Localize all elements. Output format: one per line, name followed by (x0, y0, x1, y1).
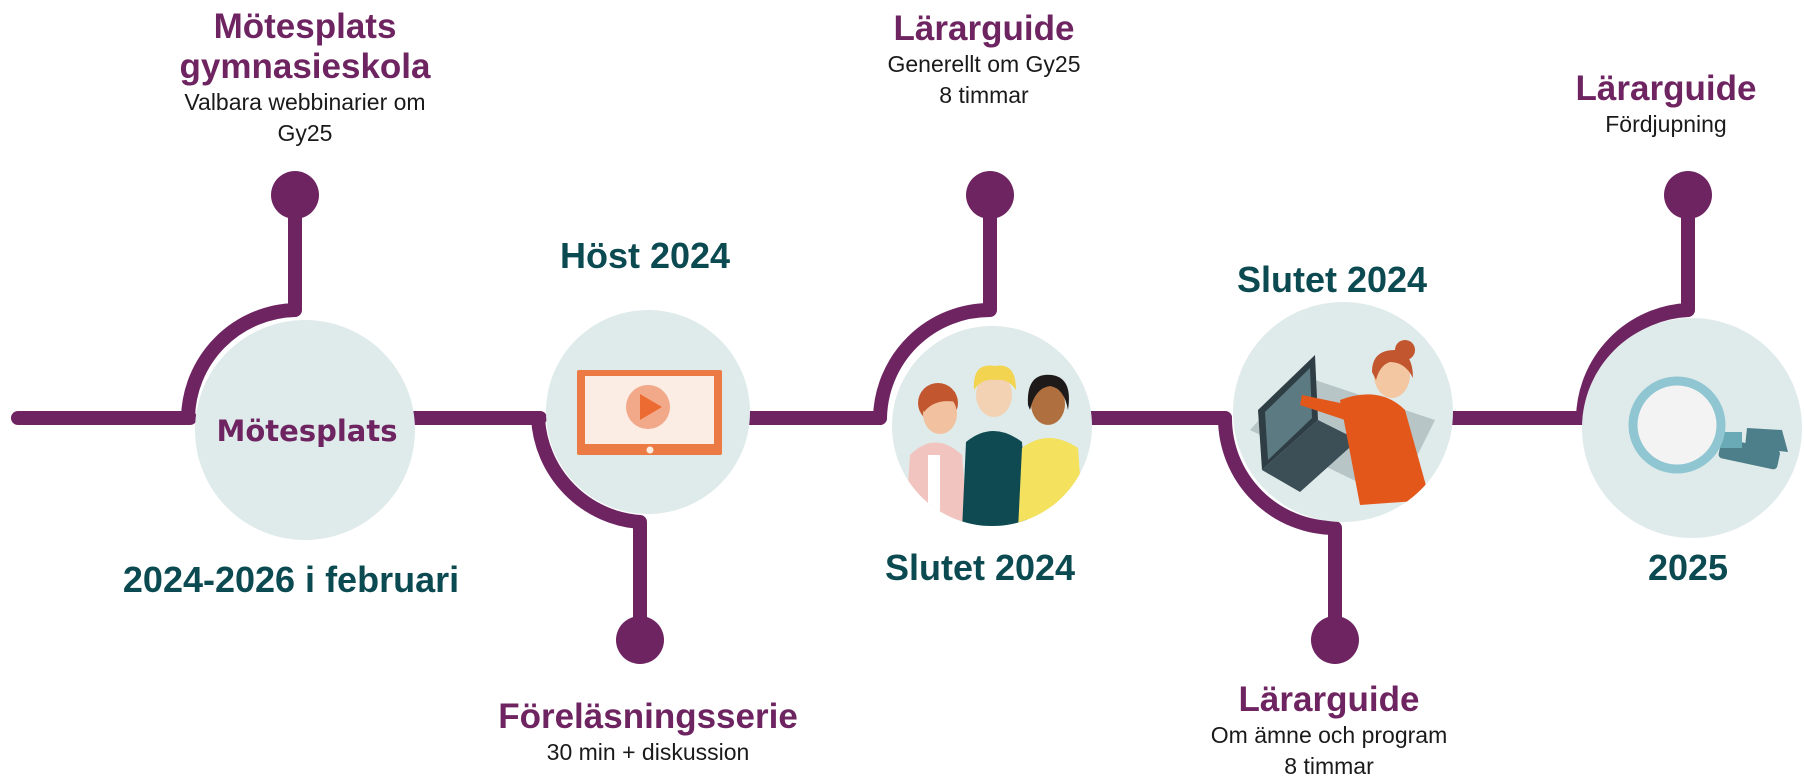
milestone-1-date: 2024-2026 i februari (122, 559, 460, 600)
milestone-4-description-line-1: Om ämne och program (1210, 722, 1448, 748)
milestone-2-description-line-1: 30 min + diskussion (546, 739, 750, 765)
milestone-dots (271, 171, 1712, 664)
milestone-5-description-line-1: Fördjupning (1605, 111, 1727, 137)
circle-2 (546, 310, 750, 514)
connector-1 (181, 188, 302, 425)
person-at-laptop-illustration (1250, 340, 1435, 505)
magnifying-glass-icon (1628, 376, 1788, 474)
milestone-1-title-line-1: Mötesplats (213, 7, 397, 46)
milestone-2-date: Höst 2024 (559, 235, 731, 276)
milestone-1-description-line-1: Valbara webbinarier om (184, 89, 426, 115)
milestone-3-text: Lärarguide Generellt om Gy25 8 timmar (887, 9, 1080, 111)
video-player-icon (577, 370, 722, 455)
motesplats-logo: Mötesplats (217, 414, 398, 448)
connector-3 (873, 188, 997, 425)
circle-3 (892, 326, 1092, 526)
milestone-4-text: Lärarguide Om ämne och program 8 timmar (1211, 680, 1447, 782)
dot-1 (271, 171, 319, 219)
circle-5 (1582, 318, 1802, 538)
milestone-3-date: Slutet 2024 (884, 547, 1076, 588)
milestone-5-text: Lärarguide Fördjupning (1576, 69, 1757, 140)
three-people-illustration (905, 365, 1084, 526)
milestone-4-description-line-2: 8 timmar (1284, 753, 1374, 779)
circle-1: Mötesplats (195, 320, 415, 540)
milestone-4-title-line-1: Lärarguide (1238, 680, 1420, 719)
milestone-3-title-line-1: Lärarguide (893, 9, 1075, 48)
milestone-3-description-line-1: Generellt om Gy25 (887, 51, 1081, 77)
milestone-5-title-line-1: Lärarguide (1575, 69, 1757, 108)
connector-4 (1218, 411, 1342, 647)
milestone-1-description-line-2: Gy25 (277, 120, 333, 146)
dot-5 (1664, 171, 1712, 219)
dot-2 (616, 616, 664, 664)
connector-5 (1576, 188, 1695, 425)
milestone-1-text: Mötesplats gymnasieskola Valbara webbina… (180, 7, 431, 149)
milestone-3-description-line-2: 8 timmar (939, 82, 1029, 108)
milestone-5-date: 2025 (1647, 547, 1729, 588)
dot-3 (966, 171, 1014, 219)
milestone-connectors (181, 188, 1695, 647)
dot-4 (1311, 616, 1359, 664)
milestone-2-text: Föreläsningsserie 30 min + diskussion (498, 697, 798, 768)
milestone-4-date: Slutet 2024 (1236, 259, 1428, 300)
milestone-2-title-line-1: Föreläsningsserie (498, 697, 798, 736)
connector-2 (531, 411, 647, 647)
circle-4 (1233, 302, 1453, 522)
milestone-1-title-line-2: gymnasieskola (179, 47, 431, 86)
